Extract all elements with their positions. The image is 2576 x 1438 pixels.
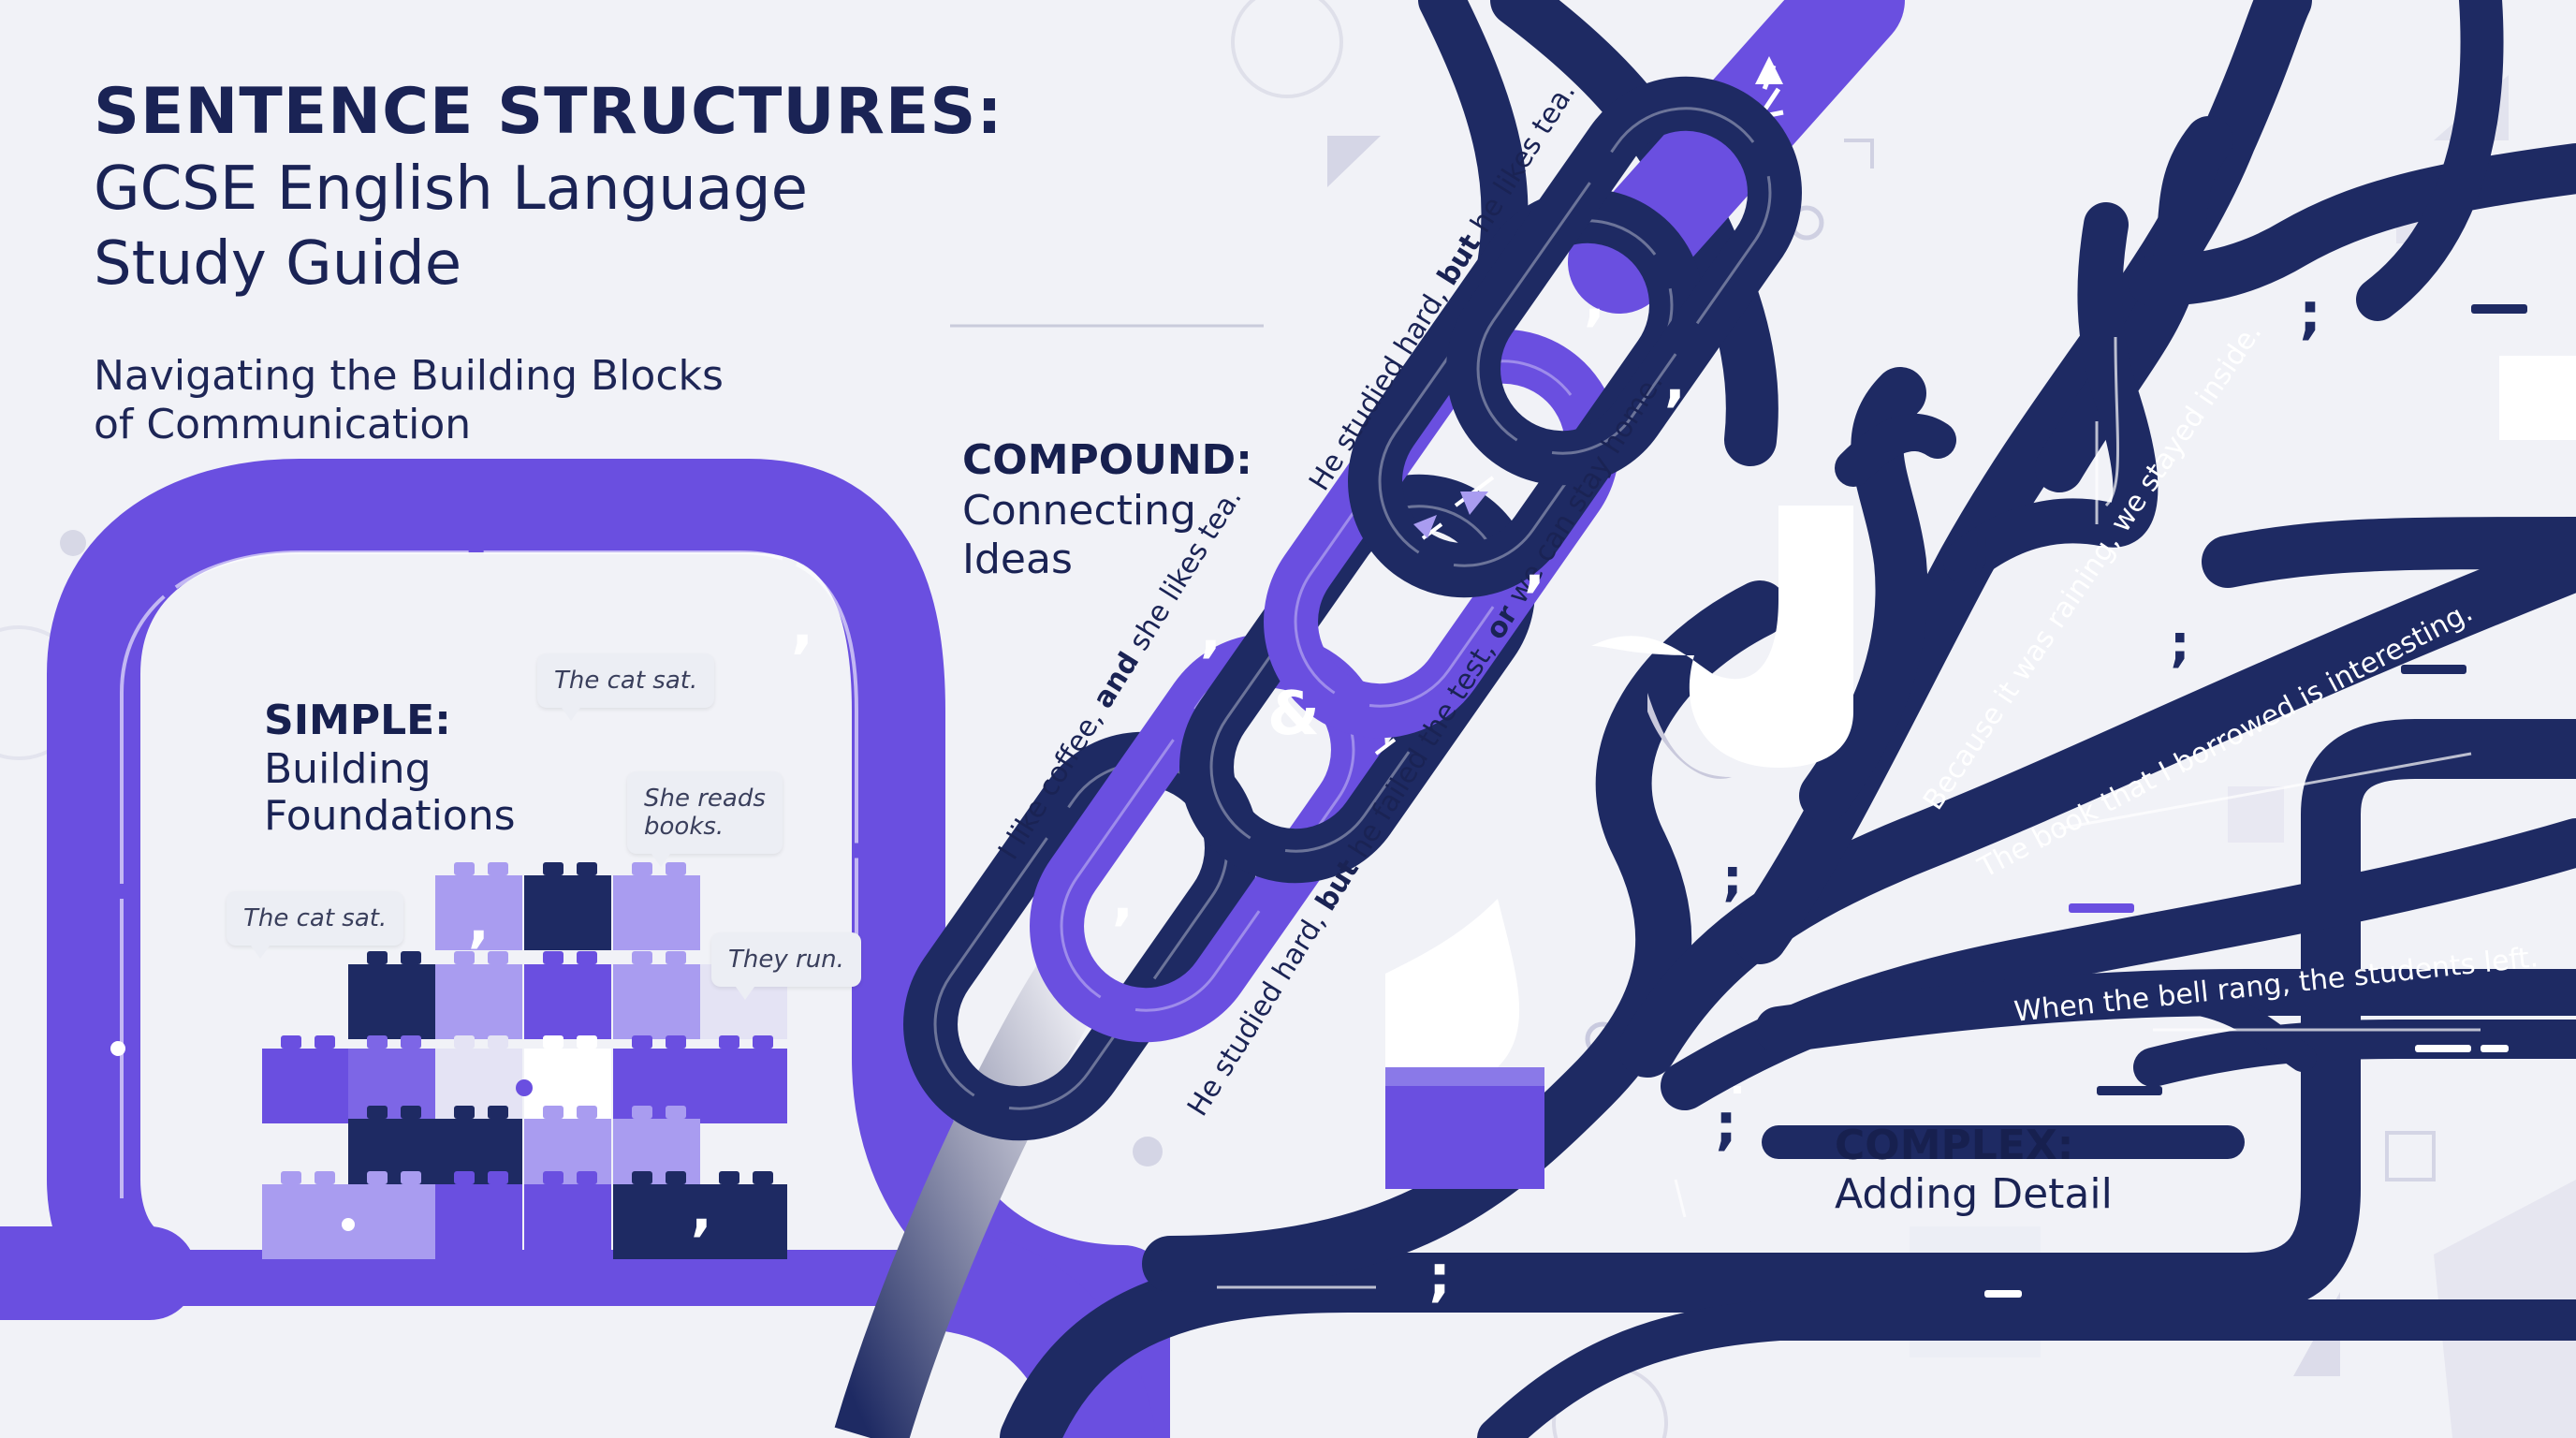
- block: [700, 1035, 787, 1123]
- semicolon-icon: ;: [1722, 848, 1743, 907]
- semicolon-icon: ;: [2299, 281, 2321, 346]
- block-dot: [516, 1079, 533, 1096]
- svg-text:,: ,: [791, 592, 813, 661]
- compound-heading: COMPOUND:: [962, 436, 1252, 484]
- compound-chain-links: [903, 76, 1802, 1141]
- block: [700, 1171, 787, 1259]
- block: [348, 951, 435, 1039]
- block: [348, 1035, 435, 1123]
- block: [524, 1106, 611, 1194]
- semicolon-icon: ;: [2170, 614, 2190, 673]
- block-dot: [342, 1218, 355, 1231]
- bubble-text: books.: [644, 813, 724, 841]
- comma-icon: ,: [1584, 268, 1605, 333]
- complex-subheading: Adding Detail: [1835, 1170, 2113, 1218]
- block: [435, 1035, 522, 1123]
- comma-icon: ,: [468, 889, 490, 955]
- block: [435, 1106, 522, 1194]
- comma-icon: ,: [1200, 599, 1222, 665]
- block: [435, 1171, 522, 1259]
- bubble-text: They run.: [728, 946, 844, 974]
- comma-icon: ,: [1524, 534, 1545, 599]
- simple-subheading-1: Building: [264, 745, 432, 793]
- semicolon-icon: ;: [1428, 1243, 1451, 1309]
- chain-link: [1446, 76, 1802, 486]
- block: [348, 1171, 435, 1259]
- block: [613, 951, 700, 1039]
- bubble-text: The cat sat.: [243, 904, 388, 932]
- block: [613, 1171, 700, 1259]
- semicolon-icon: ;: [1971, 519, 1992, 578]
- simple-subheading-2: Foundations: [264, 792, 516, 840]
- comma-icon: ,: [1664, 348, 1686, 414]
- block: [524, 1035, 611, 1123]
- block: [524, 1171, 611, 1259]
- bubble-text: She reads: [644, 785, 766, 813]
- complex-dashes: [1734, 1045, 2509, 1298]
- complex-bars: [2069, 304, 2527, 1095]
- comma-icon: ,: [691, 1178, 712, 1243]
- title-line-2: GCSE English Language: [94, 154, 808, 224]
- comma-icon: ,: [1112, 867, 1134, 932]
- complex-curls: [1385, 506, 1853, 1189]
- simple-blocks: [262, 862, 787, 1259]
- title-line-1: SENTENCE STRUCTURES:: [94, 75, 1003, 149]
- block: [435, 951, 522, 1039]
- complex-branches: [1000, 0, 2576, 1438]
- simple-bubble-3: The cat sat.: [227, 891, 404, 959]
- block: [613, 1035, 700, 1123]
- ampersand: &: [1267, 680, 1320, 749]
- simple-bubble-4: They run.: [711, 932, 861, 1000]
- block: [435, 862, 522, 950]
- semicolon-icon: ;: [1715, 1092, 1737, 1157]
- compound-subheading-2: Ideas: [962, 536, 1073, 583]
- block: [524, 862, 611, 950]
- complex-lane-marks: [1217, 336, 2481, 1289]
- block: [524, 951, 611, 1039]
- block: [348, 1106, 435, 1194]
- block: [613, 862, 700, 950]
- tagline-line-1: Navigating the Building Blocks: [94, 352, 724, 400]
- simple-bubble-1: The cat sat.: [537, 653, 715, 721]
- compound-arrowheads: [1413, 492, 1488, 538]
- compound-subheading-1: Connecting: [962, 487, 1196, 535]
- complex-heading: COMPLEX:: [1835, 1122, 2074, 1169]
- title-line-3: Study Guide: [94, 229, 462, 299]
- block: [613, 1106, 700, 1194]
- bubble-text: The cat sat.: [554, 667, 698, 695]
- tagline-line-2: of Communication: [94, 401, 472, 448]
- block: [262, 1171, 349, 1259]
- block: [262, 1035, 349, 1123]
- simple-heading: SIMPLE:: [264, 697, 451, 744]
